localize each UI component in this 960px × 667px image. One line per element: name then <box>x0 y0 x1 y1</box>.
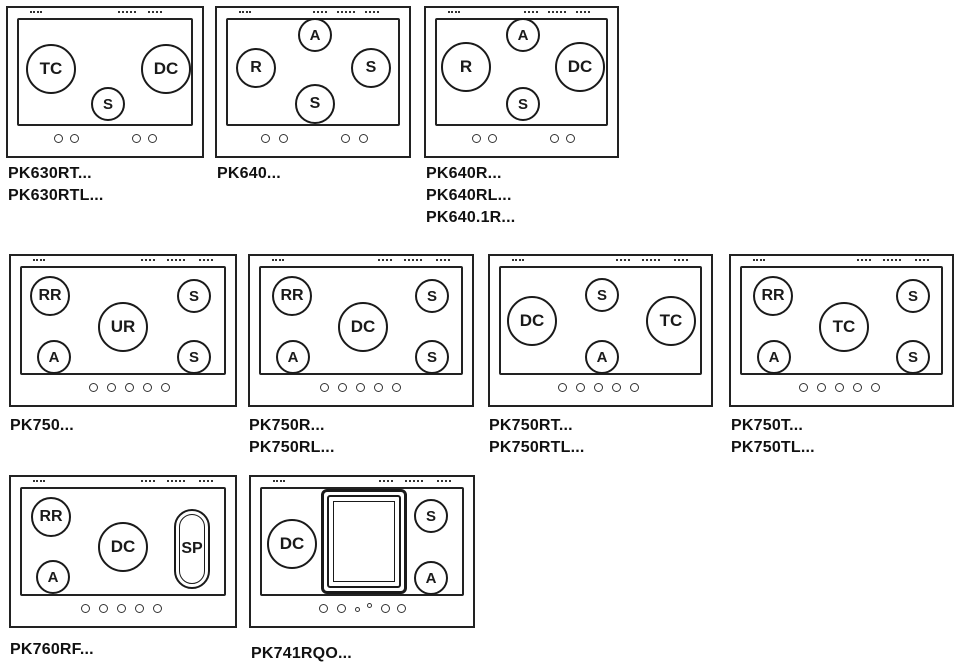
hob-diagram-pk750t: RR TC S A S <box>729 254 954 407</box>
burner-s: S <box>177 340 211 374</box>
burner-rr: RR <box>30 276 70 316</box>
burner-dc: DC <box>507 296 557 346</box>
model-label-pk750rt: PK750RT...PK750RTL... <box>489 417 585 456</box>
burner-s: S <box>415 279 449 313</box>
hob-diagram-pk760rf: RR DC SP A <box>9 475 237 628</box>
model-label-pk640r: PK640R...PK640RL...PK640.1R... <box>426 165 516 226</box>
model-label-pk640: PK640... <box>217 165 281 182</box>
hob-diagram-pk630: TC DC S <box>6 6 204 158</box>
burner-s: S <box>896 279 930 313</box>
burner-a: A <box>414 561 448 595</box>
burner-s: S <box>351 48 391 88</box>
hob-diagram-pk750r: RR DC S A S <box>248 254 474 407</box>
burner-s: S <box>896 340 930 374</box>
burner-tc: TC <box>819 302 869 352</box>
model-label-pk750t: PK750T...PK750TL... <box>731 417 815 456</box>
model-label-pk750: PK750... <box>10 417 74 434</box>
burner-r: R <box>236 48 276 88</box>
burner-dc: DC <box>267 519 317 569</box>
burner-rr: RR <box>753 276 793 316</box>
burner-tc: TC <box>646 296 696 346</box>
burner-dc: DC <box>338 302 388 352</box>
burner-s: S <box>415 340 449 374</box>
burner-s: S <box>506 87 540 121</box>
model-label-pk760rf: PK760RF... <box>10 641 94 658</box>
burner-a: A <box>276 340 310 374</box>
hob-diagram-pk640: A R S S <box>215 6 411 158</box>
burner-rr: RR <box>272 276 312 316</box>
burner-a: A <box>585 340 619 374</box>
hob-diagram-pk741rqo: DC S A <box>249 475 475 628</box>
burner-s: S <box>414 499 448 533</box>
burner-s: S <box>91 87 125 121</box>
burner-s: S <box>177 279 211 313</box>
burner-sp: SP <box>174 509 210 589</box>
burner-a: A <box>298 18 332 52</box>
burner-s: S <box>585 278 619 312</box>
model-label-pk741rqo: PK741RQO... <box>251 645 352 662</box>
burner-ur: UR <box>98 302 148 352</box>
burner-r: R <box>441 42 491 92</box>
burner-tc: TC <box>26 44 76 94</box>
hob-diagram-pk750: RR UR S A S <box>9 254 237 407</box>
model-label-pk630: PK630RT...PK630RTL... <box>8 165 104 204</box>
burner-s: S <box>295 84 335 124</box>
burner-dc: DC <box>555 42 605 92</box>
burner-rr: RR <box>31 497 71 537</box>
model-label-pk750r: PK750R...PK750RL... <box>249 417 335 456</box>
hob-diagram-pk640r: A R DC S <box>424 6 619 158</box>
hob-diagram-pk750rt: DC S TC A <box>488 254 713 407</box>
burner-dc: DC <box>141 44 191 94</box>
burner-a: A <box>37 340 71 374</box>
burner-dc: DC <box>98 522 148 572</box>
burner-a: A <box>36 560 70 594</box>
burner-a: A <box>506 18 540 52</box>
griddle-plate <box>321 489 407 594</box>
burner-a: A <box>757 340 791 374</box>
